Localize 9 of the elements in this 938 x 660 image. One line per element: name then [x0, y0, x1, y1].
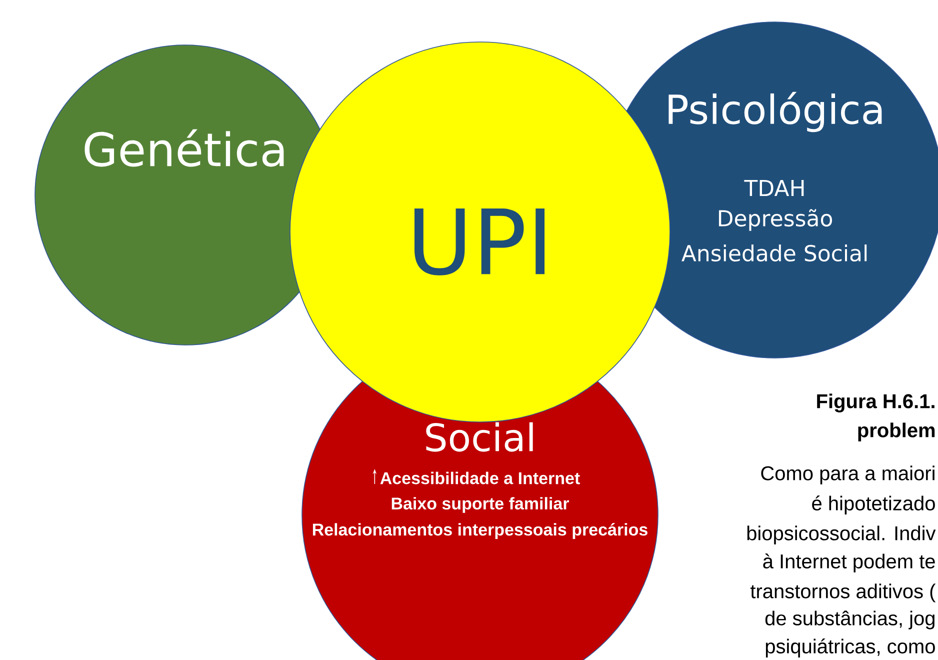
caption-text: psiquiátricas, como — [766, 638, 935, 658]
caption-text: transtornos aditivos ( — [750, 584, 936, 602]
caption-text: à Internet podem te — [763, 554, 935, 572]
caption-text: de substâncias, jog — [765, 610, 934, 630]
caption-text: biopsicossocial. Indiv — [747, 526, 936, 544]
caption-text: Como para a maiori — [761, 466, 934, 484]
caption-title: Figura H.6.1. — [817, 394, 934, 412]
caption-title: problem — [858, 422, 935, 442]
caption-text: é hipotetizado — [812, 496, 935, 514]
